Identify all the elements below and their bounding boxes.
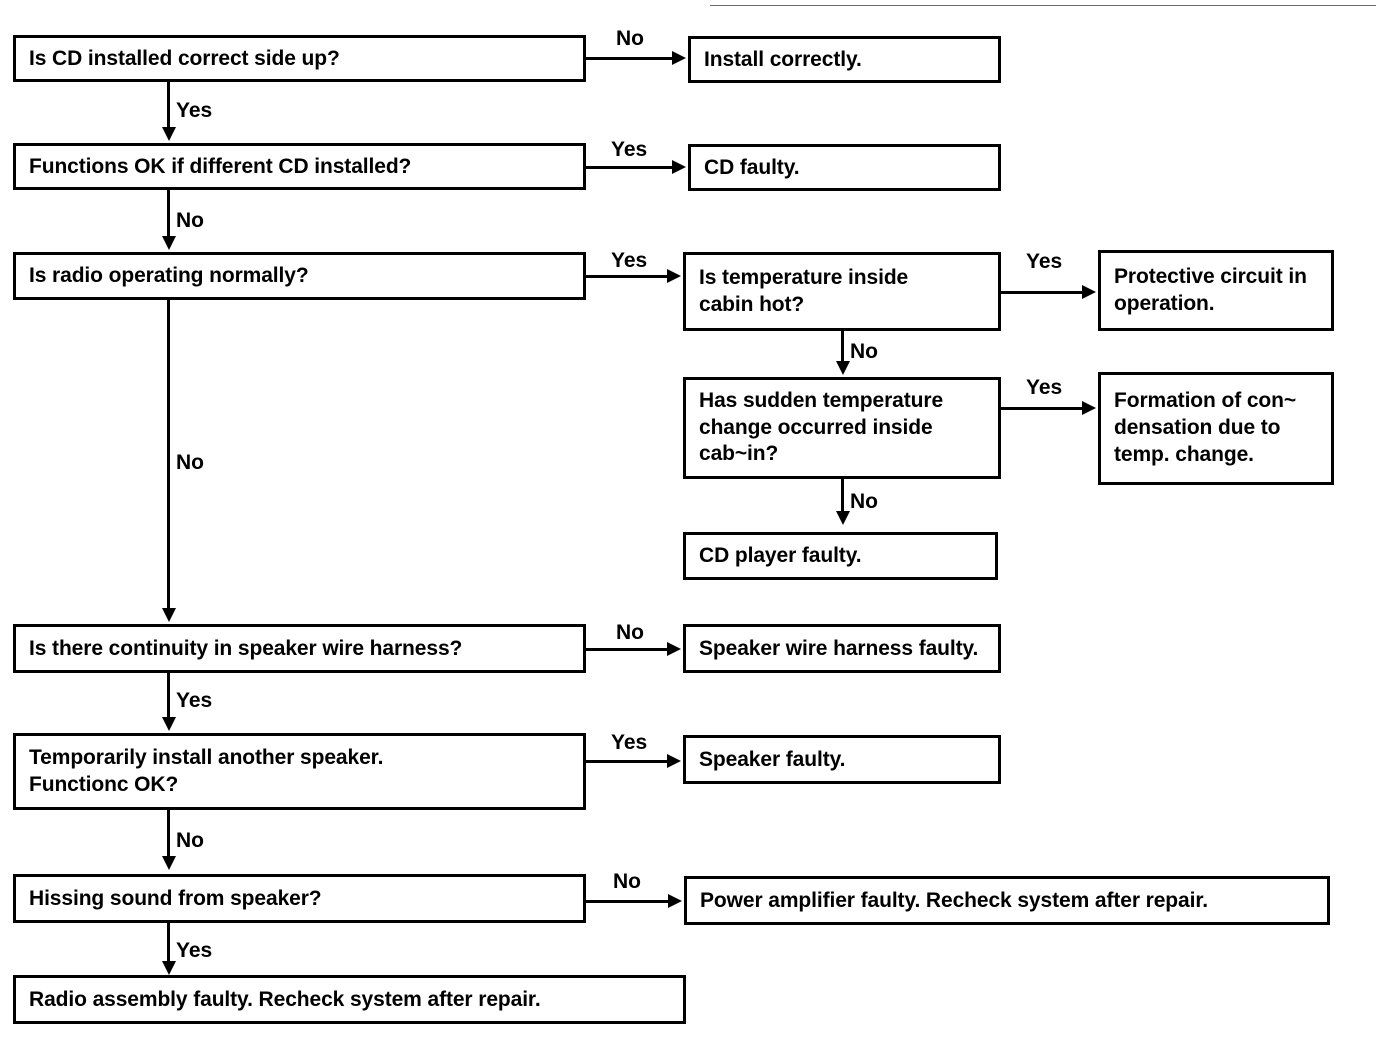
node-hissing-sound-from-speaker[interactable]: Hissing sound from speaker? <box>13 874 586 923</box>
edge-label-q2-yes: Yes <box>611 138 648 161</box>
node-label: Radio assembly faulty. Recheck system af… <box>29 987 541 1011</box>
edge-label-q3-yes: Yes <box>611 249 648 272</box>
edge-q6-to-speaker-wire-harness-line <box>586 648 667 651</box>
node-label: Hissing sound from speaker? <box>29 886 322 910</box>
node-temporarily-install-another-speaker[interactable]: Temporarily install another speaker. Fun… <box>13 733 586 810</box>
edge-q1-to-install-correctly-arrowhead <box>672 51 686 65</box>
edge-label-q1-no: No <box>616 27 644 50</box>
node-label: Power amplifier faulty. Recheck system a… <box>700 888 1208 912</box>
edge-label-q5-no: No <box>850 490 878 513</box>
node-label: Is temperature inside cabin hot? <box>699 265 909 316</box>
edge-q1-to-install-correctly-line <box>586 57 672 60</box>
edge-q4-to-protective-circuit-line <box>1001 291 1082 294</box>
edge-q2-to-cd-faulty-line <box>586 166 672 169</box>
edge-q1-to-q2-arrowhead <box>162 127 176 141</box>
edge-q6-to-q7-arrowhead <box>162 717 176 731</box>
edge-label-q8-yes: Yes <box>176 939 213 962</box>
node-is-there-continuity-in-speaker-wire-harness[interactable]: Is there continuity in speaker wire harn… <box>13 624 586 673</box>
edge-label-q5-yes: Yes <box>1026 376 1063 399</box>
node-label: Has sudden temperature change occurred i… <box>699 388 944 466</box>
node-label: Formation of con~ densation due to temp.… <box>1114 389 1297 466</box>
edge-label-q4-yes: Yes <box>1026 250 1063 273</box>
edge-q3-to-q6-arrowhead <box>162 608 176 622</box>
edge-q7-to-speaker-faulty-arrowhead <box>667 754 681 768</box>
edge-q4-to-protective-circuit-arrowhead <box>1082 285 1096 299</box>
edge-q6-to-speaker-wire-harness-arrowhead <box>667 642 681 656</box>
node-install-correctly[interactable]: Install correctly. <box>688 36 1001 83</box>
edge-q5-to-condensation-line <box>1001 407 1082 410</box>
node-is-radio-operating-normally[interactable]: Is radio operating normally? <box>13 252 586 300</box>
edge-q2-to-q3-arrowhead <box>162 236 176 250</box>
node-label: Install correctly. <box>704 47 862 71</box>
edge-label-q1-yes: Yes <box>176 99 213 122</box>
node-label: Temporarily install another speaker. Fun… <box>29 745 384 796</box>
edge-q8-to-power-amplifier-arrowhead <box>668 894 682 908</box>
edge-label-q6-yes: Yes <box>176 689 213 712</box>
node-speaker-faulty[interactable]: Speaker faulty. <box>683 735 1001 784</box>
node-cd-player-faulty[interactable]: CD player faulty. <box>683 532 998 580</box>
node-protective-circuit-in-operation[interactable]: Protective circuit in operation. <box>1098 250 1334 331</box>
edge-q3-to-q4-line <box>586 275 667 278</box>
node-label: Is there continuity in speaker wire harn… <box>29 636 463 660</box>
edge-q4-to-q5-line <box>841 331 844 363</box>
node-cd-faulty[interactable]: CD faulty. <box>688 144 1001 191</box>
node-radio-assembly-faulty[interactable]: Radio assembly faulty. Recheck system af… <box>13 975 686 1024</box>
edge-q2-to-cd-faulty-arrowhead <box>672 160 686 174</box>
edge-label-q2-no: No <box>176 209 204 232</box>
edge-label-q4-no: No <box>850 340 878 363</box>
node-label: Speaker wire harness faulty. <box>699 636 979 660</box>
edge-q5-to-cd-player-faulty-arrowhead <box>836 511 850 525</box>
edge-q7-to-q8-line <box>167 810 170 858</box>
edge-q2-to-q3-line <box>167 190 170 238</box>
edge-label-q3-no: No <box>176 451 204 474</box>
edge-label-q8-no: No <box>613 870 641 893</box>
edge-label-q6-no: No <box>616 621 644 644</box>
node-functions-ok-if-different-cd-installed[interactable]: Functions OK if different CD installed? <box>13 143 586 190</box>
node-label: Is CD installed correct side up? <box>29 46 340 70</box>
edge-q6-to-q7-line <box>167 673 170 719</box>
node-formation-of-condensation-due-to-temp-change[interactable]: Formation of con~ densation due to temp.… <box>1098 372 1334 485</box>
node-power-amplifier-faulty[interactable]: Power amplifier faulty. Recheck system a… <box>684 876 1330 925</box>
node-label: Functions OK if different CD installed? <box>29 154 412 178</box>
edge-q8-to-radio-assembly-line <box>167 923 170 963</box>
edge-q1-to-q2-line <box>167 82 170 129</box>
page-header-rule <box>710 5 1376 6</box>
edge-q3-to-q4-arrowhead <box>667 269 681 283</box>
node-is-temperature-inside-cabin-hot[interactable]: Is temperature inside cabin hot? <box>683 252 1001 331</box>
edge-q7-to-speaker-faulty-line <box>586 760 667 763</box>
edge-q3-to-q6-line <box>167 300 170 610</box>
edge-q8-to-radio-assembly-arrowhead <box>162 961 176 975</box>
node-is-cd-installed-correct-side-up[interactable]: Is CD installed correct side up? <box>13 35 586 82</box>
node-label: Protective circuit in operation. <box>1114 264 1307 315</box>
node-has-sudden-temperature-change-occurred-inside-cabin[interactable]: Has sudden temperature change occurred i… <box>683 377 1001 479</box>
node-label: CD player faulty. <box>699 544 862 568</box>
edge-q5-to-condensation-arrowhead <box>1082 401 1096 415</box>
edge-q7-to-q8-arrowhead <box>162 856 176 870</box>
edge-q5-to-cd-player-faulty-line <box>841 479 844 513</box>
node-label: Speaker faulty. <box>699 747 846 771</box>
node-label: CD faulty. <box>704 155 800 179</box>
node-speaker-wire-harness-faulty[interactable]: Speaker wire harness faulty. <box>683 624 1001 673</box>
edge-q4-to-q5-arrowhead <box>836 361 850 375</box>
node-label: Is radio operating normally? <box>29 264 309 288</box>
edge-q8-to-power-amplifier-line <box>586 900 668 903</box>
edge-label-q7-yes: Yes <box>611 731 648 754</box>
edge-label-q7-no: No <box>176 829 204 852</box>
